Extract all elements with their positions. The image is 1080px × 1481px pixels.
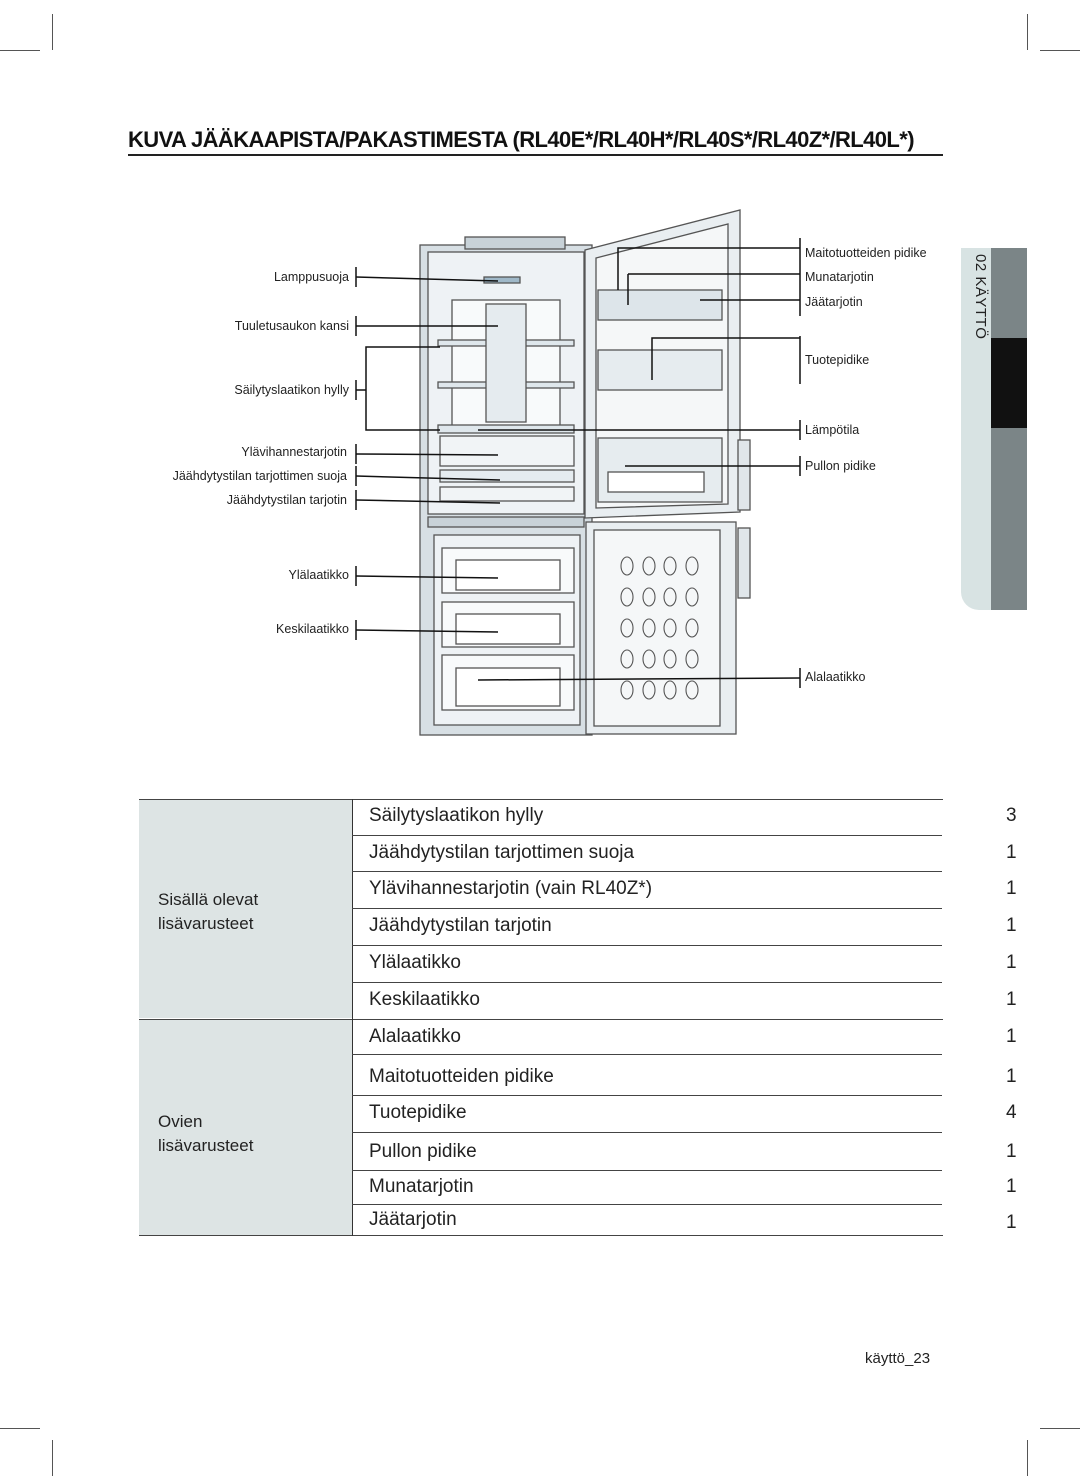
item-qty: 3 bbox=[1006, 805, 1017, 826]
item-name: Pullon pidike bbox=[369, 1141, 477, 1162]
item-name: Jäähdytystilan tarjottimen suoja bbox=[369, 842, 635, 863]
table-rule bbox=[139, 1019, 943, 1020]
table-row: Tuotepidike 4 bbox=[352, 1096, 1017, 1133]
callout-temperature: Lämpötila bbox=[805, 423, 860, 437]
category-label-line: lisävarusteet bbox=[158, 914, 254, 933]
table-row: Jäähdytystilan tarjotin 1 bbox=[352, 909, 1017, 946]
table-rule bbox=[139, 799, 943, 800]
table-row: Alalaatikko 1 bbox=[352, 1020, 1017, 1057]
item-qty: 1 bbox=[1006, 1026, 1017, 1047]
category-cell: Sisällä olevat lisävarusteet bbox=[139, 799, 352, 1018]
item-name: Maitotuotteiden pidike bbox=[369, 1066, 554, 1087]
callout-dairy-holder: Maitotuotteiden pidike bbox=[805, 246, 927, 260]
row-rule bbox=[352, 1204, 942, 1205]
title-underline bbox=[128, 154, 943, 156]
table-row: Maitotuotteiden pidike 1 bbox=[352, 1060, 1017, 1097]
item-name: Säilytyslaatikon hylly bbox=[369, 805, 544, 826]
row-rule bbox=[352, 945, 942, 946]
item-name: Keskilaatikko bbox=[369, 989, 480, 1010]
crop-mark bbox=[1027, 14, 1028, 50]
item-qty: 4 bbox=[1006, 1102, 1017, 1123]
item-qty: 1 bbox=[1006, 878, 1017, 899]
category-label-line: Ovien bbox=[158, 1112, 203, 1131]
callout-lower-drawer: Alalaatikko bbox=[805, 670, 866, 684]
chapter-tab-light bbox=[961, 248, 991, 610]
callout-upper-drawer: Ylälaatikko bbox=[288, 568, 349, 582]
item-name: Jäähdytystilan tarjotin bbox=[369, 915, 552, 936]
callout-storage-shelf: Säilytyslaatikon hylly bbox=[234, 383, 349, 397]
crop-mark bbox=[0, 50, 40, 51]
item-name: Alalaatikko bbox=[369, 1026, 461, 1047]
callout-chiller-tray: Jäähdytystilan tarjotin bbox=[226, 493, 347, 507]
table-row: Munatarjotin 1 bbox=[352, 1170, 1017, 1207]
table-row: Jäätarjotin 1 bbox=[352, 1203, 1017, 1240]
item-qty: 1 bbox=[1006, 915, 1017, 936]
category-label-line: lisävarusteet bbox=[158, 1136, 254, 1155]
fridge-illustration bbox=[355, 209, 801, 736]
item-qty: 1 bbox=[1006, 842, 1017, 863]
item-name: Ylälaatikko bbox=[369, 952, 461, 973]
item-qty: 1 bbox=[1006, 989, 1017, 1010]
chapter-tab-active-block bbox=[991, 338, 1027, 428]
item-qty: 1 bbox=[1006, 1141, 1017, 1162]
row-rule bbox=[352, 871, 942, 872]
row-rule bbox=[352, 908, 942, 909]
table-row: Jäähdytystilan tarjottimen suoja 1 bbox=[352, 836, 1017, 873]
callout-lamp-cover: Lamppusuoja bbox=[273, 270, 349, 284]
category-label: Ovien lisävarusteet bbox=[158, 1110, 253, 1158]
chapter-tab: 02 KÄYTTÖ bbox=[961, 248, 1027, 610]
item-name: Jäätarjotin bbox=[369, 1209, 457, 1230]
category-cell: Ovien lisävarusteet bbox=[139, 1020, 352, 1236]
table-row: Keskilaatikko 1 bbox=[352, 983, 1017, 1020]
table-row: Säilytyslaatikon hylly 3 bbox=[352, 799, 1017, 836]
category-label-line: Sisällä olevat bbox=[158, 890, 259, 909]
chapter-tab-block bbox=[991, 428, 1027, 610]
crop-mark bbox=[52, 14, 53, 50]
callout-vent-cover: Tuuletusaukon kansi bbox=[234, 319, 349, 333]
item-name: Tuotepidike bbox=[369, 1102, 467, 1123]
crop-mark bbox=[1040, 1428, 1080, 1429]
item-qty: 1 bbox=[1006, 1212, 1017, 1233]
row-rule bbox=[352, 1054, 942, 1055]
row-rule bbox=[352, 1132, 942, 1133]
crop-mark bbox=[1040, 50, 1080, 51]
item-name: Munatarjotin bbox=[369, 1176, 474, 1197]
crop-mark bbox=[0, 1428, 40, 1429]
chapter-tab-block bbox=[991, 248, 1027, 338]
item-qty: 1 bbox=[1006, 1176, 1017, 1197]
page-title: KUVA JÄÄKAAPISTA/PAKASTIMESTA (RL40E*/RL… bbox=[128, 127, 915, 152]
callout-bottle-holder: Pullon pidike bbox=[805, 459, 876, 473]
row-rule bbox=[352, 982, 942, 983]
callout-chiller-tray-cover: Jäähdytystilan tarjottimen suoja bbox=[172, 469, 347, 483]
callout-ice-tray: Jäätarjotin bbox=[805, 295, 863, 309]
callout-product-holder: Tuotepidike bbox=[805, 353, 870, 367]
callout-upper-vegetable-tray: Ylävihannestarjotin bbox=[241, 445, 347, 459]
crop-mark bbox=[52, 1440, 53, 1476]
table-divider bbox=[352, 799, 353, 1236]
table-row: Ylävihannestarjotin (vain RL40Z*) 1 bbox=[352, 872, 1017, 909]
page-number: käyttö_23 bbox=[865, 1350, 931, 1367]
callout-egg-tray: Munatarjotin bbox=[805, 270, 874, 284]
category-label: Sisällä olevat lisävarusteet bbox=[158, 888, 258, 936]
row-rule bbox=[352, 835, 942, 836]
callout-middle-drawer: Keskilaatikko bbox=[276, 622, 349, 636]
accessories-table: Sisällä olevat lisävarusteet Ovien lisäv… bbox=[139, 799, 1017, 1236]
item-qty: 1 bbox=[1006, 952, 1017, 973]
crop-mark bbox=[1027, 1440, 1028, 1476]
table-row: Ylälaatikko 1 bbox=[352, 946, 1017, 983]
item-name: Ylävihannestarjotin (vain RL40Z*) bbox=[369, 878, 653, 899]
item-qty: 1 bbox=[1006, 1066, 1017, 1087]
row-rule bbox=[352, 1170, 942, 1171]
table-rule bbox=[139, 1235, 943, 1236]
row-rule bbox=[352, 1095, 942, 1096]
table-row: Pullon pidike 1 bbox=[352, 1135, 1017, 1172]
